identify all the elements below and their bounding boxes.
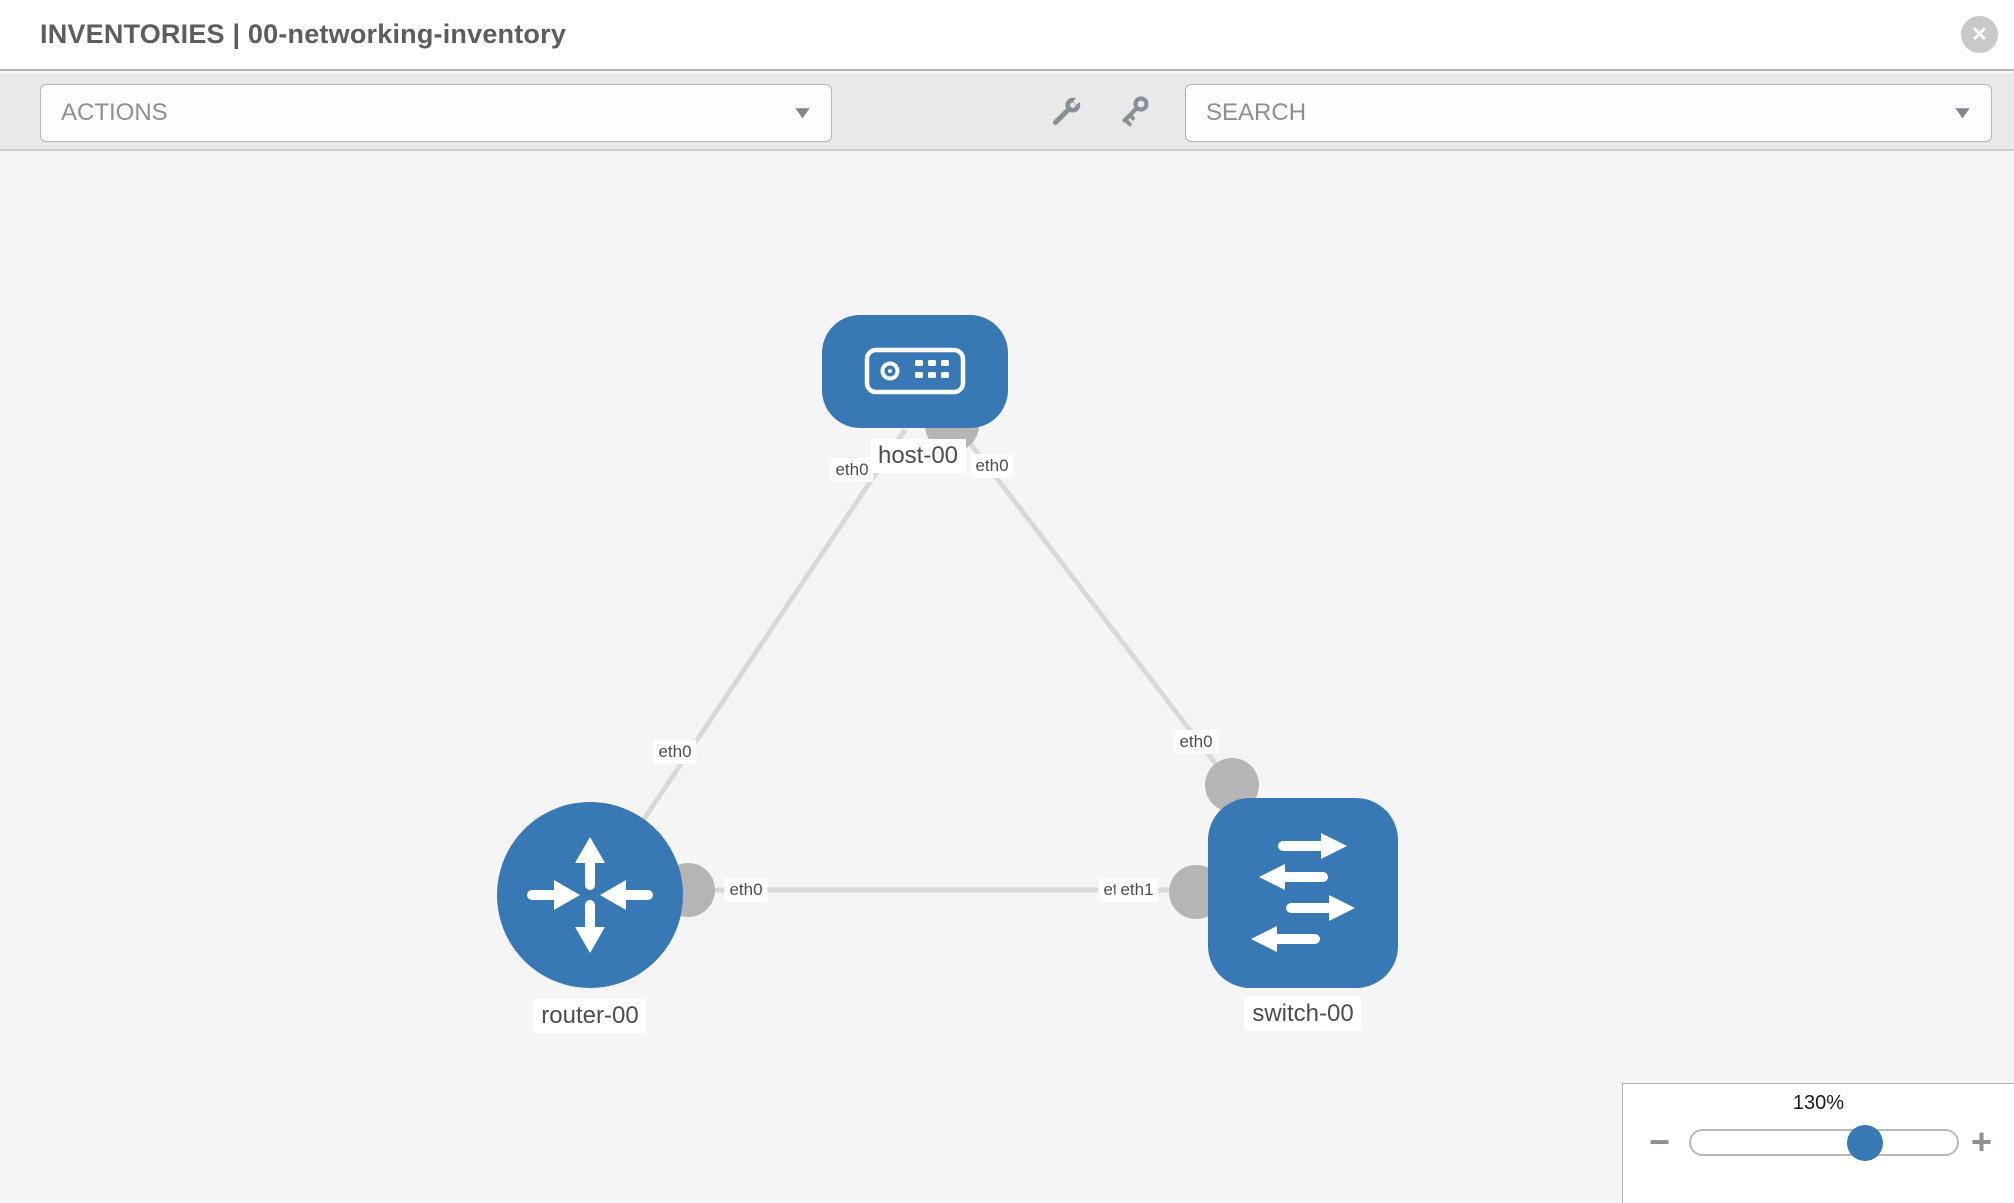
zoom-level: 130%	[1792, 1092, 1845, 1114]
zoom-slider-track[interactable]	[1689, 1129, 1959, 1156]
zoom-slider-thumb[interactable]	[1847, 1125, 1883, 1161]
interface-label-router-eth0: eth0	[724, 878, 768, 902]
links-layer	[637, 428, 1234, 893]
interface-label-switch-eth1: eth1	[1115, 878, 1159, 902]
close-icon[interactable]: ✕	[1961, 16, 1998, 53]
node-switch-00[interactable]	[1208, 798, 1398, 988]
interface-label-router-eth0-uplink: eth0	[653, 740, 697, 764]
configure-button[interactable]	[1045, 91, 1087, 133]
interface-label-host-eth0-right: eth0	[970, 454, 1014, 478]
node-label-switch-00: switch-00	[1244, 997, 1362, 1031]
actions-dropdown-label: ACTIONS	[61, 99, 168, 126]
search-dropdown[interactable]: SEARCH ▼	[1185, 84, 1992, 142]
wrench-icon	[1053, 95, 1083, 125]
switch-icon	[1251, 833, 1355, 952]
link-host-switch[interactable]	[958, 428, 1234, 787]
interface-label-switch-eth0: eth0	[1174, 730, 1218, 754]
toolbar: ACTIONS ▼ SEARCH ▼	[0, 73, 2014, 151]
key-icon	[1122, 96, 1149, 127]
zoom-panel: 130% − +	[1622, 1083, 2014, 1203]
actions-dropdown[interactable]: ACTIONS ▼	[40, 84, 832, 142]
node-router-00[interactable]	[497, 802, 683, 988]
page-title: INVENTORIES | 00-networking-inventory	[40, 19, 567, 49]
interface-label-host-eth0-left: eth0	[830, 458, 874, 482]
node-label-router-00: router-00	[533, 999, 647, 1033]
search-dropdown-label: SEARCH	[1206, 99, 1307, 126]
credentials-button[interactable]	[1112, 91, 1154, 133]
zoom-in-button[interactable]: +	[1971, 1121, 1993, 1162]
host-icon	[864, 347, 966, 395]
node-label-host-00: host-00	[869, 439, 967, 473]
link-host-router[interactable]	[637, 428, 908, 827]
topology-canvas[interactable]: host-00 router-00 switch-00 eth0 eth0 et…	[0, 153, 2014, 1200]
node-host-00[interactable]	[822, 315, 1008, 428]
router-icon	[527, 837, 653, 953]
page-header: INVENTORIES | 00-networking-inventory ✕	[0, 0, 2014, 71]
zoom-out-button[interactable]: −	[1649, 1121, 1671, 1162]
chevron-down-icon: ▼	[790, 103, 815, 122]
chevron-down-icon: ▼	[1950, 103, 1975, 122]
